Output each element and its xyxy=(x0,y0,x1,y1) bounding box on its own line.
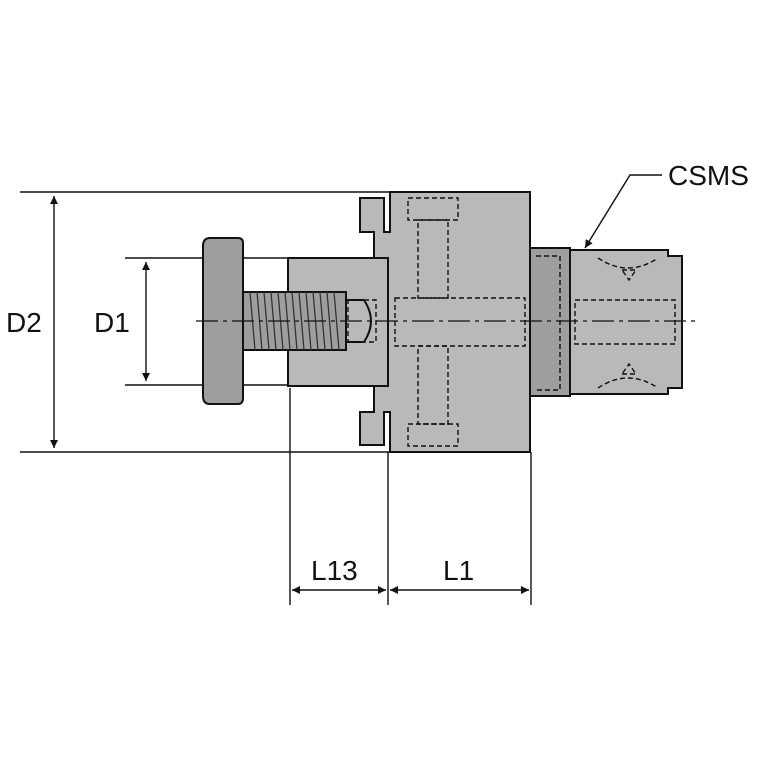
d2-dimension: D2 xyxy=(0,196,58,448)
stop-screw xyxy=(202,237,372,405)
l13-label: L13 xyxy=(311,555,358,586)
hidden-features xyxy=(347,197,526,447)
l1-label: L1 xyxy=(443,555,474,586)
l13-dimension: L13 xyxy=(292,555,386,594)
d1-dimension: D1 xyxy=(94,262,150,381)
csms-coupling xyxy=(529,247,683,397)
d1-label: D1 xyxy=(94,307,130,338)
csms-callout: CSMS xyxy=(584,160,749,249)
l1-dimension: L1 xyxy=(390,555,529,594)
csms-label: CSMS xyxy=(668,160,749,191)
d2-label: D2 xyxy=(6,307,42,338)
